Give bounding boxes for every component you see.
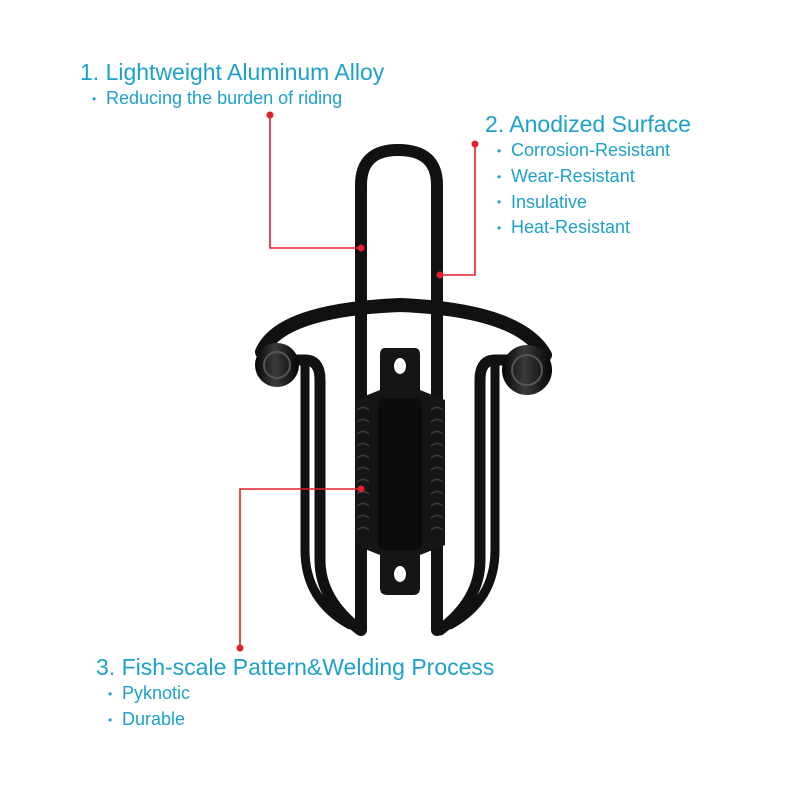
- cage-left-inner-arm: [300, 360, 355, 630]
- bullet-text: Pyknotic: [122, 683, 191, 703]
- bullet-text: Heat-Resistant: [511, 217, 631, 238]
- bullet-dot-icon: •: [108, 712, 113, 727]
- callout-bullet: • Heat-Resistant: [485, 215, 691, 241]
- cage-arc-band: [255, 297, 552, 362]
- callout-lightweight-alloy: 1. Lightweight Aluminum Alloy • Reducing …: [80, 58, 384, 112]
- bullet-text: Wear-Resistant: [511, 165, 635, 186]
- callout-title: 1. Lightweight Aluminum Alloy: [80, 59, 385, 85]
- bullet-dot-icon: •: [497, 221, 502, 235]
- callout-anodized-surface: 2. Anodized Surface • Corrosion-Resistant…: [485, 110, 691, 241]
- leader-line-2: [436, 140, 479, 279]
- bullet-dot-icon: •: [497, 169, 502, 184]
- leader-line-1: [266, 111, 365, 252]
- callout-bullet: • Corrosion-Resistant: [485, 138, 691, 164]
- callout-fish-scale-welding: 3. Fish-scale Pattern&Welding Process • P…: [96, 653, 494, 733]
- callout-title: 3. Fish-scale Pattern&Welding Process: [96, 654, 495, 680]
- bullet-text: Reducing the burden of riding: [106, 88, 343, 108]
- bullet-text: Insulative: [511, 191, 588, 212]
- cage-top-loop: [355, 143, 443, 526]
- cage-left-arm: [279, 354, 366, 636]
- bullet-dot-icon: •: [497, 143, 502, 158]
- bullet-dot-icon: •: [108, 686, 113, 701]
- cage-right-coil: [502, 345, 552, 395]
- callout-bullet: • Pyknotic: [96, 681, 494, 707]
- bullet-text: Durable: [122, 708, 186, 729]
- cage-left-coil: [255, 343, 299, 387]
- bullet-dot-icon: •: [497, 195, 502, 210]
- bullet-dot-icon: •: [92, 91, 97, 106]
- callout-title: 2. Anodized Surface: [485, 111, 691, 137]
- callout-bullet: • Insulative: [485, 190, 691, 216]
- callout-bullet: • Reducing the burden of riding: [80, 86, 384, 112]
- bullet-text: Corrosion-Resistant: [511, 140, 671, 160]
- cage-right-inner-arm: [445, 360, 500, 630]
- cage-right-arm: [434, 354, 516, 636]
- callout-bullet: • Wear-Resistant: [485, 164, 691, 190]
- leader-line-3: [236, 485, 365, 652]
- cage-mounting-plate: [355, 348, 445, 595]
- callout-bullet: • Durable: [96, 707, 494, 733]
